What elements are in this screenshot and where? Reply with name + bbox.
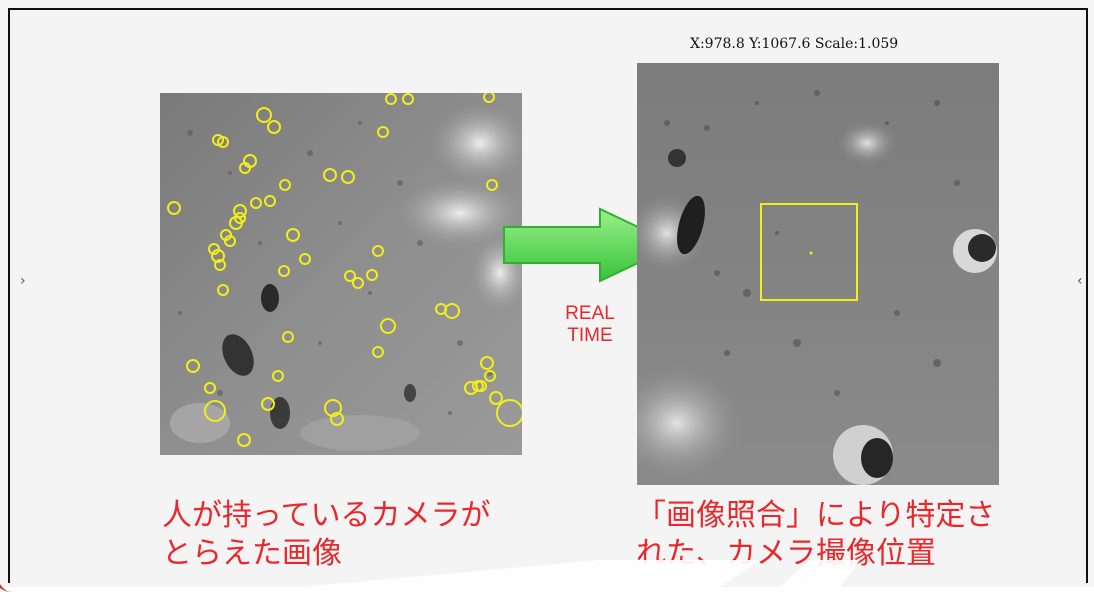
match-square-icon [760, 203, 858, 301]
lunar-surface-right [637, 63, 999, 485]
coordinate-readout: X:978.8 Y:1067.6 Scale:1.059 [690, 36, 899, 52]
right-caption-line1: 「画像照合」により特定さ [636, 498, 996, 533]
left-caption-line1: 人が持っているカメラが [162, 498, 491, 533]
detection-circles [167, 93, 522, 447]
right-edge-marker: ‹ [1077, 273, 1083, 289]
real-time-line1: REAL [565, 303, 615, 324]
real-time-line2: TIME [567, 325, 613, 346]
left-edge-marker: › [20, 273, 26, 289]
left-caption-line2: とらえた画像 [162, 536, 342, 571]
reference-map-image [637, 63, 999, 485]
real-time-label: REAL TIME [553, 303, 627, 347]
bottom-decoration [300, 560, 860, 587]
camera-captured-image [160, 93, 522, 455]
left-caption: 人が持っているカメラが とらえた画像 [162, 497, 491, 573]
lunar-surface-left [160, 93, 522, 455]
